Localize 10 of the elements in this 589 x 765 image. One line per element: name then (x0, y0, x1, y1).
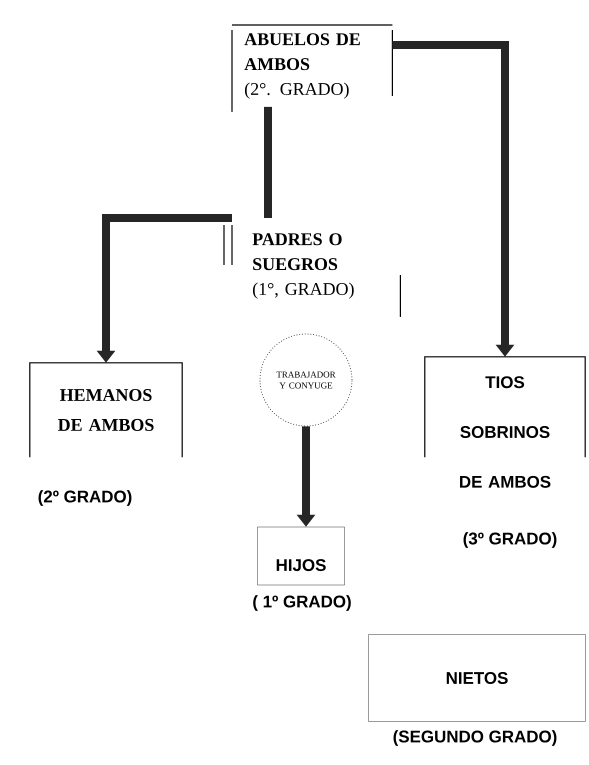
grade-label: ( 1º GRADO) (253, 595, 351, 611)
ancestor-box: ABUELOS DE AMBOS (2°. GRADO) (231, 24, 393, 112)
grade-label: (2º GRADO) (38, 490, 132, 506)
parent-box: PADRES O SUEGROS (1°, GRADO) (223, 225, 401, 317)
child-box: HIJOS (257, 526, 345, 586)
sibling-box: HEMANOS DE AMBOS (29, 362, 183, 458)
uncle-box: TIOS SOBRINOS DE AMBOS (424, 356, 586, 488)
grandchild-box: NIETOS (368, 634, 586, 722)
grade-label: (3º GRADO) (464, 532, 556, 548)
grade-label: (SEGUNDO GRADO) (394, 730, 556, 746)
